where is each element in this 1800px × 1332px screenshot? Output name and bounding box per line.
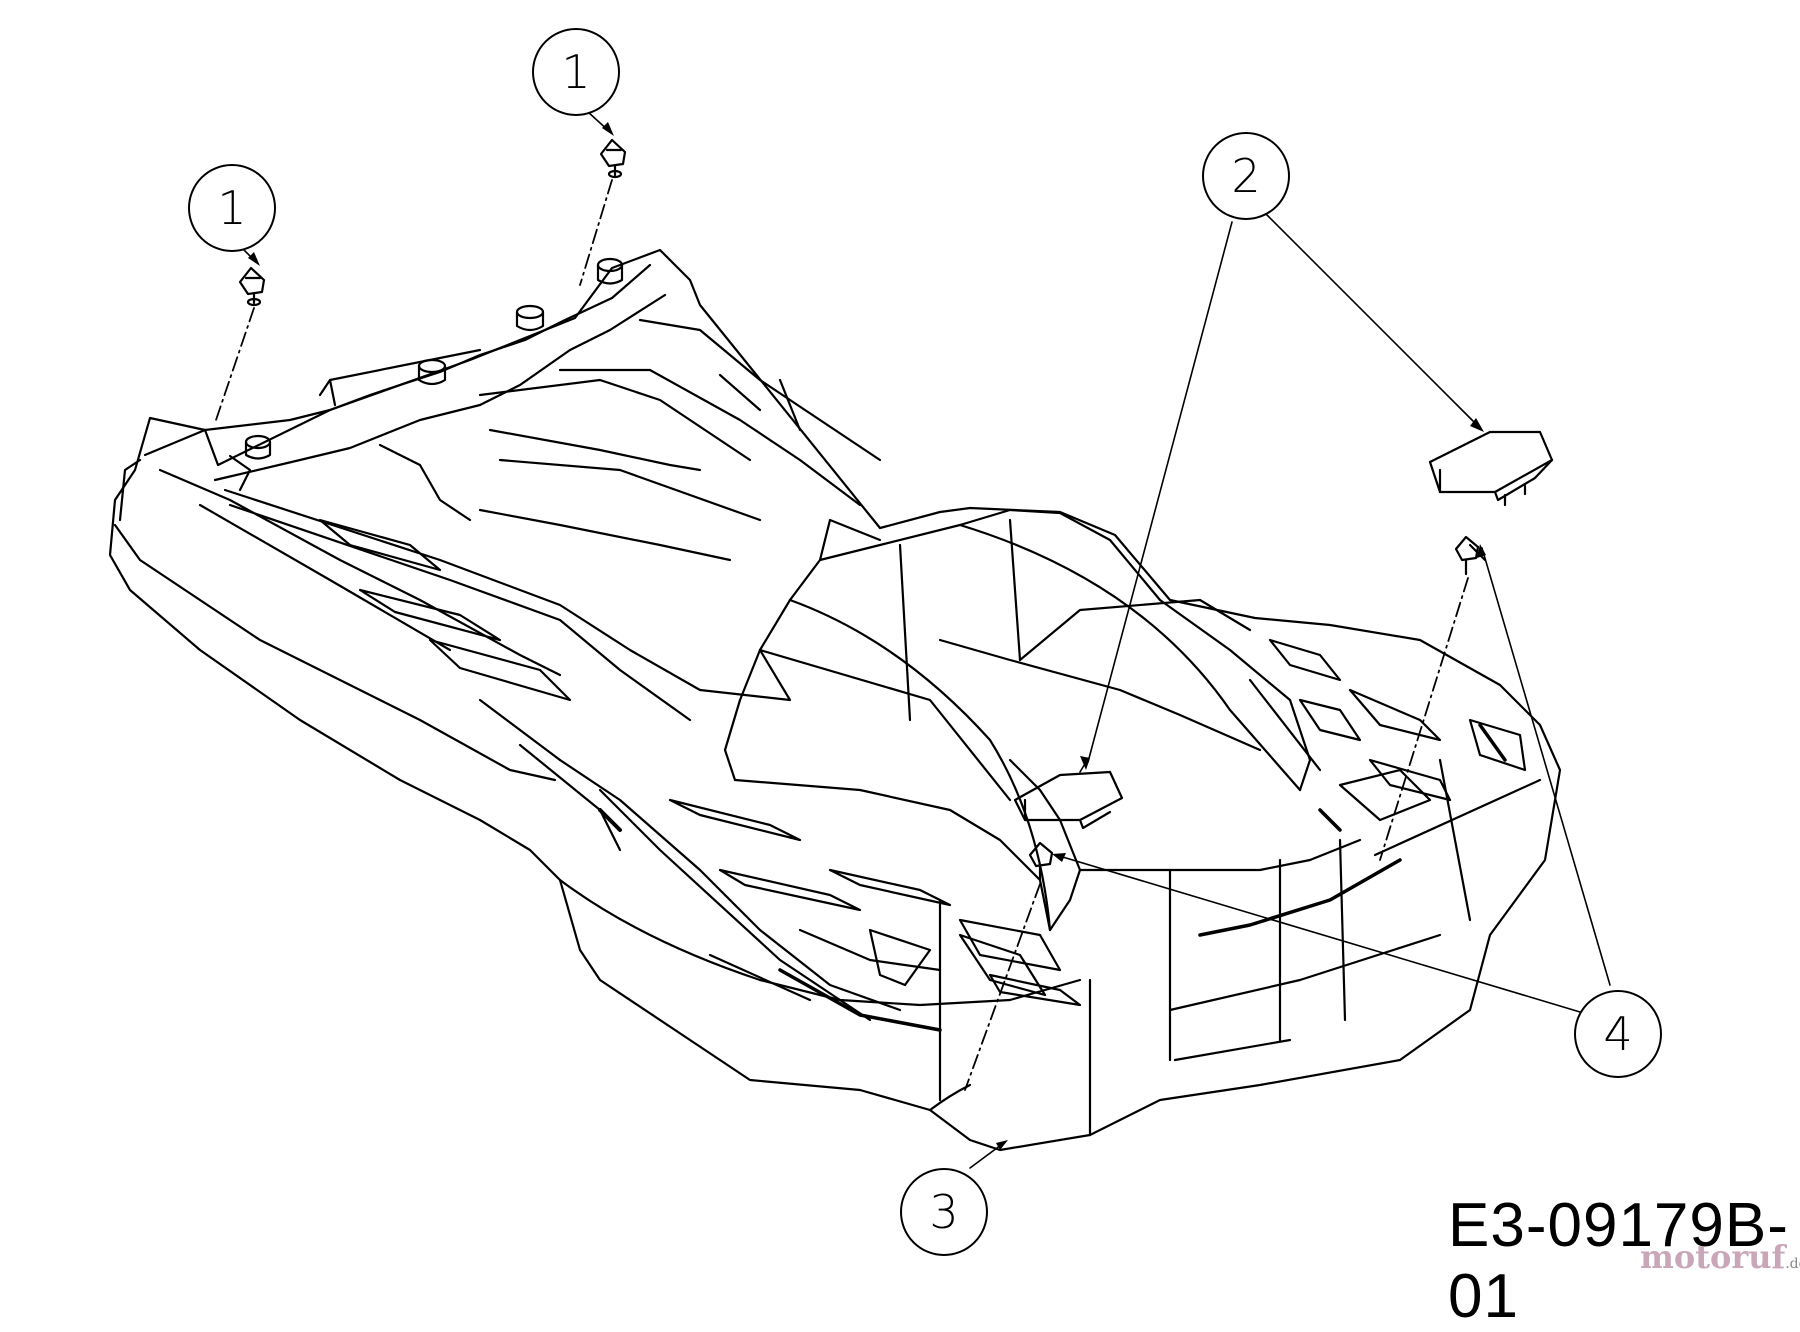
callout-1b-label: 1 xyxy=(561,45,590,99)
watermark-brand: motoruf xyxy=(1640,1238,1786,1276)
exploded-parts-diagram: 1 1 2 3 4 xyxy=(108,28,1662,1256)
callout-4-label: 4 xyxy=(1603,1007,1632,1061)
floorboard xyxy=(223,318,1527,1022)
callout-3: 3 xyxy=(900,1168,988,1256)
callout-3-label: 3 xyxy=(929,1185,958,1239)
rear-fender-trim xyxy=(598,723,1507,1032)
screw-part-1a xyxy=(215,266,266,421)
seat-well xyxy=(723,508,1362,932)
callout-1b: 1 xyxy=(532,28,620,116)
callout-1a-label: 1 xyxy=(217,181,246,235)
callout-2-label: 2 xyxy=(1231,149,1260,203)
watermark-domain: .de xyxy=(1785,1256,1800,1272)
front-dash xyxy=(118,257,667,522)
screw-part-4a xyxy=(1379,535,1487,861)
callout-4: 4 xyxy=(1574,990,1662,1078)
leader-lines xyxy=(241,111,1611,1169)
cap-part-2-installed xyxy=(1013,770,1124,830)
callout-2: 2 xyxy=(1202,132,1290,220)
screw-part-4b xyxy=(964,841,1054,1091)
leader-arrowheads xyxy=(248,122,1486,1150)
cap-part-2-loose xyxy=(1428,430,1554,507)
screw-part-1b xyxy=(579,138,627,286)
body-housing-part-3 xyxy=(108,248,1562,1152)
watermark-logo: motoruf.de xyxy=(1640,1238,1800,1276)
callout-1a: 1 xyxy=(188,164,276,252)
